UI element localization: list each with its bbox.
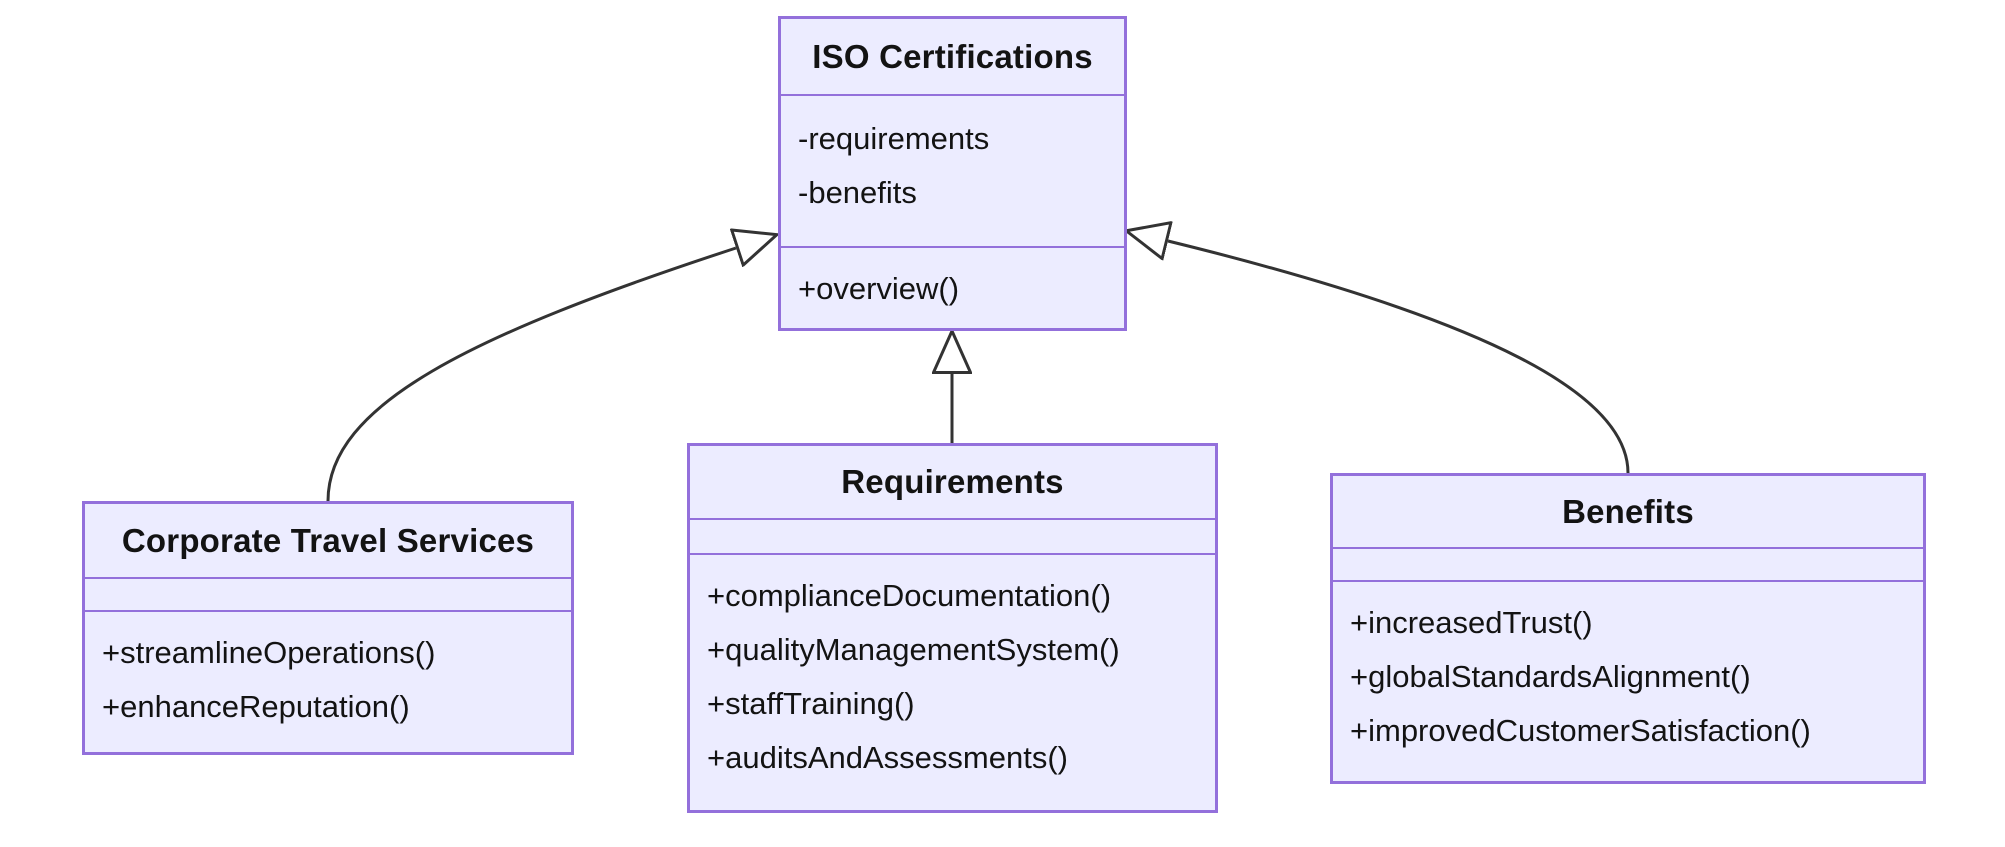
class-method: +improvedCustomerSatisfaction() (1350, 713, 1811, 748)
class-method: +overview() (798, 271, 960, 306)
class-title: Corporate Travel Services (85, 504, 571, 579)
class-box-benefits: Benefits +increasedTrust() +globalStanda… (1330, 473, 1926, 784)
class-title: Benefits (1333, 476, 1923, 549)
class-method: +qualityManagementSystem() (707, 632, 1120, 667)
class-attributes-section (1333, 549, 1923, 582)
class-methods-section: +complianceDocumentation() +qualityManag… (690, 555, 1215, 810)
inheritance-arrow-corporate-travel-to-iso (326, 248, 736, 502)
class-box-requirements: Requirements +complianceDocumentation() … (687, 443, 1218, 813)
class-box-iso-certifications: ISO Certifications -requirements -benefi… (778, 16, 1127, 331)
class-methods-section: +streamlineOperations() +enhanceReputati… (85, 612, 571, 752)
class-methods-section: +increasedTrust() +globalStandardsAlignm… (1333, 582, 1923, 781)
inheritance-arrow-benefits-to-iso (1168, 241, 1630, 474)
class-attributes-section (85, 579, 571, 612)
class-method: +streamlineOperations() (102, 635, 436, 670)
class-title: Requirements (690, 446, 1215, 520)
class-method: +complianceDocumentation() (707, 578, 1112, 613)
class-method: +staffTraining() (707, 686, 915, 721)
class-attributes-section (690, 520, 1215, 555)
class-attributes-section: -requirements -benefits (781, 96, 1124, 248)
class-method: +globalStandardsAlignment() (1350, 659, 1751, 694)
class-method: +auditsAndAssessments() (707, 740, 1068, 775)
class-methods-section: +overview() (781, 248, 1124, 328)
class-method: +increasedTrust() (1350, 605, 1593, 640)
class-attribute: -requirements (798, 121, 990, 156)
class-title: ISO Certifications (781, 19, 1124, 96)
class-method: +enhanceReputation() (102, 689, 410, 724)
class-box-corporate-travel-services: Corporate Travel Services +streamlineOpe… (82, 501, 574, 755)
class-attribute: -benefits (798, 175, 917, 210)
